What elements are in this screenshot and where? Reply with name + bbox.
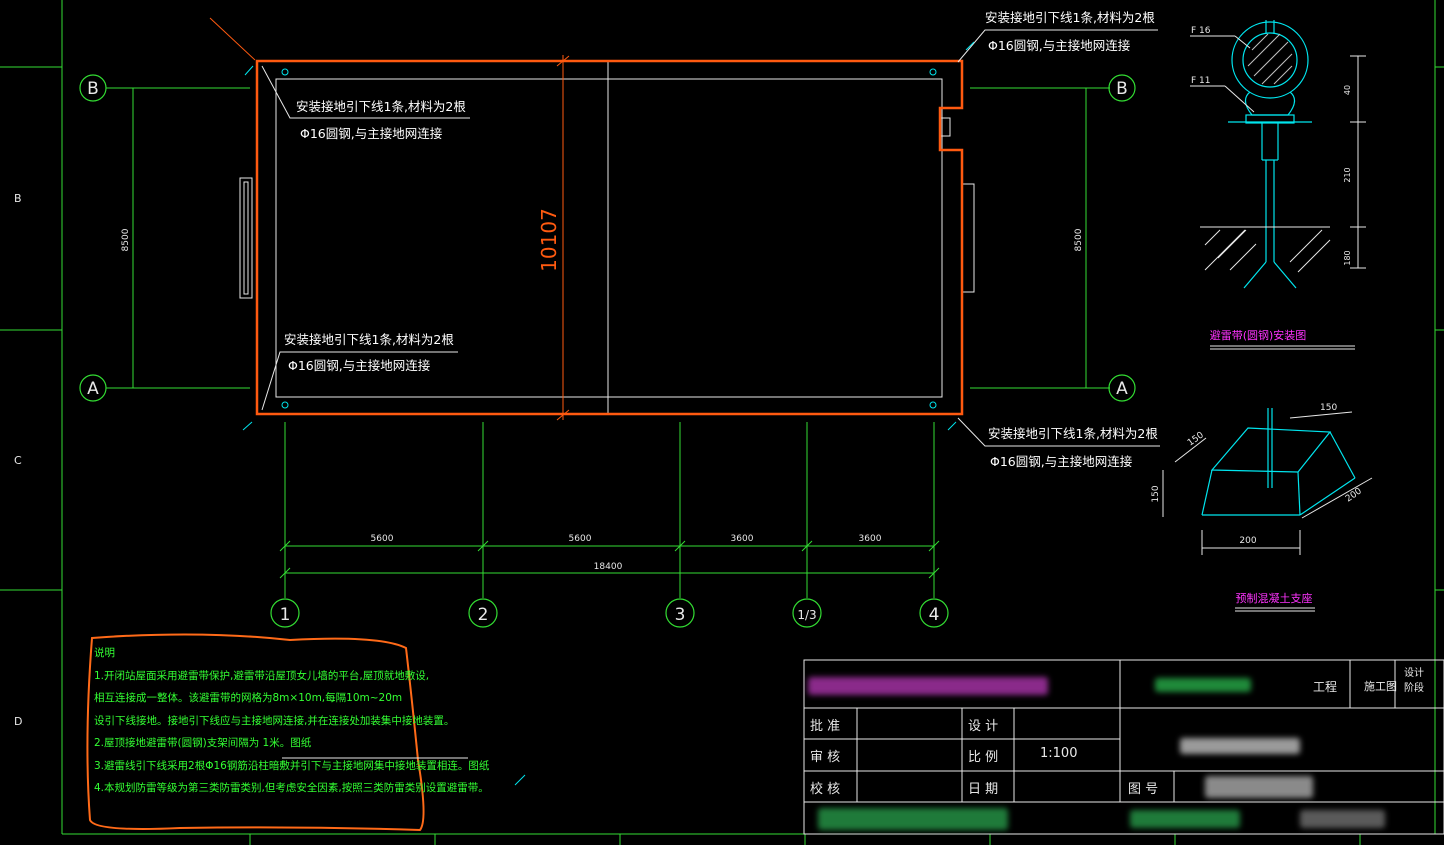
title-block[interactable] [803, 659, 1444, 835]
lightning-protection-belt [255, 59, 964, 416]
axis-bubble-2 [468, 598, 498, 628]
dim-span-13-4: 3600 [859, 534, 882, 544]
tb-approve: 批 准 [810, 719, 841, 734]
dim-height-right: 8500 [1074, 228, 1084, 251]
note-1c: 设引下线接地。接地引下线应与主接地网连接,并在连接处加装集中接地装置。 [94, 714, 455, 727]
tb-scale-value: 1:100 [1040, 746, 1078, 761]
dim-40: 40 [1343, 85, 1352, 95]
note-top-left-line1: 安装接地引下线1条,材料为2根 [296, 99, 466, 114]
detail-rod-title: 避雷带(圆钢)安装图 [1210, 328, 1307, 342]
axis-label-b-right: B [1116, 79, 1128, 99]
dim-length-label: 10107 [537, 208, 561, 272]
zone-label-c: C [14, 454, 22, 467]
tb-check: 审 核 [810, 750, 841, 765]
axis-bubble-4 [919, 598, 949, 628]
dim-200-bottom: 200 [1239, 536, 1256, 546]
notes-title: 说明 [94, 647, 115, 659]
leader-lines [209, 17, 1160, 447]
tb-date-label: 日 期 [968, 782, 999, 797]
detail-rod-installation[interactable]: F 16 F 11 40 210 180 避雷带(圆钢)安装图 [1190, 20, 1366, 350]
axis-bubble-b-right [1108, 74, 1136, 102]
axis-bubble-3 [665, 598, 695, 628]
axis-bubble-1 [270, 598, 300, 628]
redacted-drawing-number [1205, 776, 1313, 798]
axis-label-1: 1 [280, 605, 291, 625]
detail-support-title: 预制混凝土支座 [1236, 591, 1313, 605]
redacted-company [818, 808, 1008, 830]
note-top-right-line2: Φ16圆钢,与主接地网连接 [988, 38, 1131, 53]
dim-180: 180 [1343, 250, 1352, 265]
zone-label-b: B [14, 192, 22, 205]
note-top-left-line2: Φ16圆钢,与主接地网连接 [300, 126, 443, 141]
note-2: 2.屋顶接地避雷带(圆钢)支架间隔为 1米。图纸 [94, 737, 312, 749]
tb-project: 工程 [1313, 680, 1338, 694]
note-1: 1.开闭站屋面采用避雷带保护,避雷带沿屋顶女儿墙的平台,屋顶就地敷设, [94, 669, 430, 682]
axis-bubble-a-right [1108, 374, 1136, 402]
note-1b: 相互连接成一整体。该避雷带的网格为8m×10m,每隔10m~20m [94, 692, 403, 704]
tb-drawing-no: 图 号 [1128, 782, 1159, 797]
detail-concrete-support[interactable]: 150 150 150 200 200 预制混凝土支座 [1151, 403, 1373, 612]
markup-circle [86, 633, 425, 832]
note-3: 3.避雷线引下线采用2根Φ16钢筋沿柱暗敷并引下与主接地网集中接地装置相连。图纸 [94, 759, 490, 772]
note-top-right-line1: 安装接地引下线1条,材料为2根 [985, 10, 1155, 25]
note-bottom-right-line2: Φ16圆钢,与主接地网连接 [990, 454, 1133, 469]
axis-label-2: 2 [478, 605, 489, 625]
dim-210: 210 [1343, 167, 1352, 182]
tb-design: 设 计 [968, 719, 999, 734]
axis-label-b-left: B [87, 79, 99, 99]
building-plan[interactable] [239, 55, 975, 421]
tb-review: 校 核 [810, 782, 841, 797]
label-f11: F 11 [1191, 76, 1211, 86]
axis-label-a-right: A [1116, 379, 1128, 399]
label-f16: F 16 [1191, 26, 1211, 36]
note-bottom-left-line2: Φ16圆钢,与主接地网连接 [288, 358, 431, 373]
dim-200-side: 200 [1344, 486, 1364, 504]
axis-label-4: 4 [929, 605, 940, 625]
redacted-drawing-title [1180, 738, 1300, 754]
tb-stage: 施工图 [1364, 680, 1397, 693]
axis-label-a-left: A [87, 379, 99, 399]
dim-span-1-2: 5600 [371, 534, 394, 544]
note-bottom-left-line1: 安装接地引下线1条,材料为2根 [284, 332, 454, 347]
axis-label-3: 3 [675, 605, 686, 625]
tb-phase: 设计 阶段 [1404, 668, 1424, 694]
redacted-footer-1 [1130, 810, 1240, 828]
dim-span-3-13: 3600 [731, 534, 754, 544]
redacted-project-code [1155, 678, 1251, 692]
axis-bubble-b-left [79, 74, 107, 102]
general-notes: 说明 1.开闭站屋面采用避雷带保护,避雷带沿屋顶女儿墙的平台,屋顶就地敷设, 相… [94, 642, 490, 800]
axis-label-1-3: 1/3 [797, 608, 816, 622]
tb-scale-label: 比 例 [968, 750, 999, 765]
axis-bubble-1-3 [792, 598, 822, 628]
note-bottom-right-line1: 安装接地引下线1条,材料为2根 [988, 426, 1158, 441]
dim-span-2-3: 5600 [569, 534, 592, 544]
dim-total: 18400 [594, 562, 623, 572]
redacted-footer-2 [1300, 810, 1385, 828]
redacted-project-name [808, 677, 1048, 695]
grid-lines [106, 87, 1110, 598]
axis-bubble-a-left [79, 374, 107, 402]
zone-label-d: D [14, 715, 22, 728]
dim-150-top: 150 [1320, 403, 1337, 413]
dim-150-height: 150 [1151, 485, 1161, 502]
note-4: 4.本规划防雷等级为第三类防雷类别,但考虑安全因素,按照三类防雷类别设置避雷带。 [94, 782, 489, 794]
dim-height-left: 8500 [121, 228, 131, 251]
